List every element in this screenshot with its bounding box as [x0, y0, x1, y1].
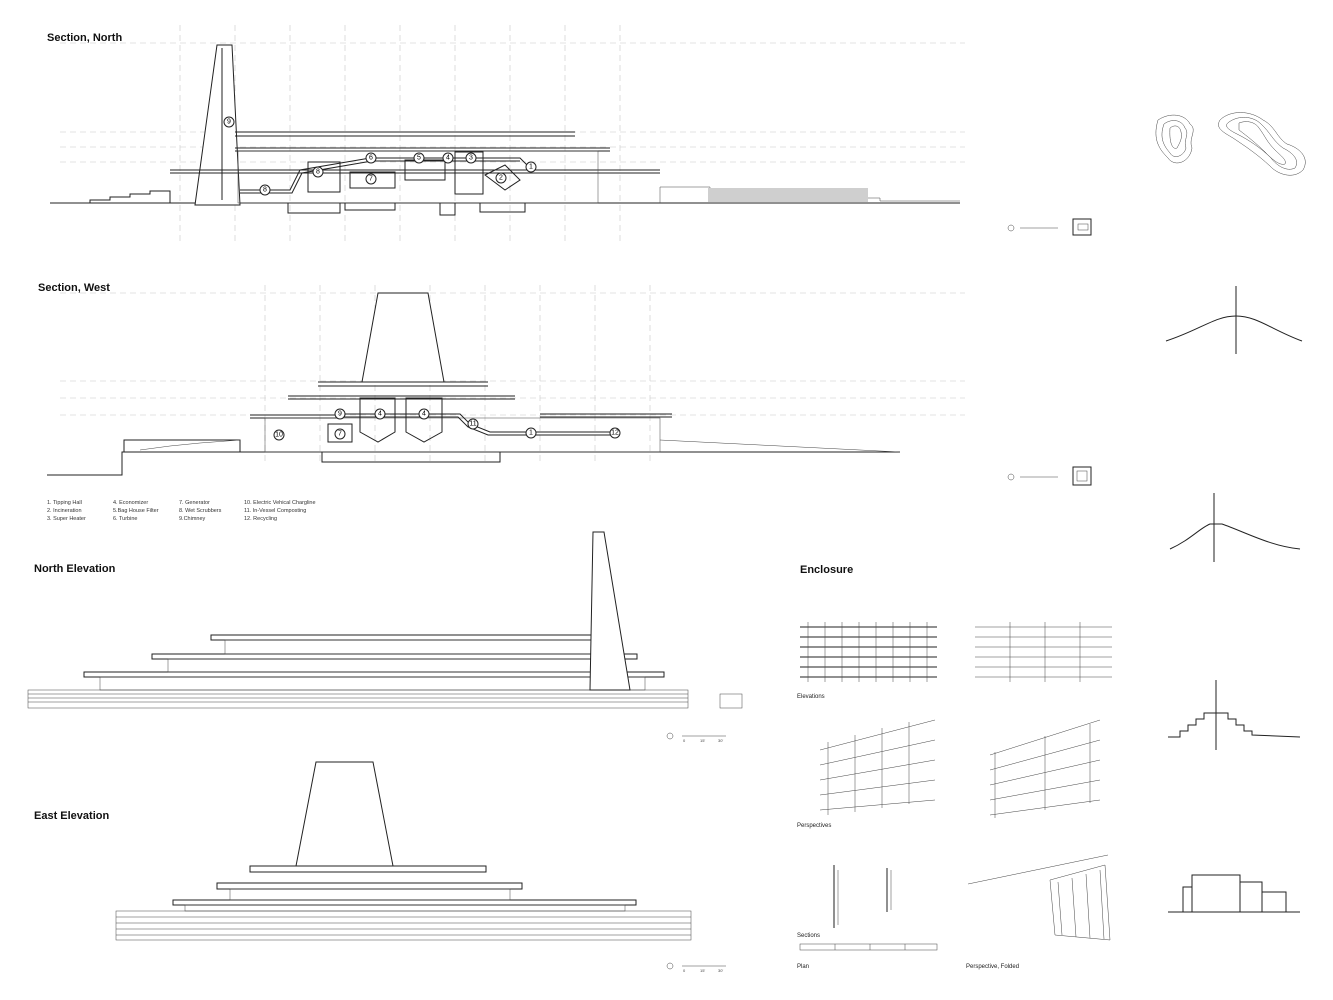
scale-tick-30: 30' — [718, 968, 723, 973]
profile-stepped — [1168, 680, 1301, 750]
title-north-elevation: North Elevation — [34, 563, 116, 575]
legend-item: 3. Super Heater — [47, 516, 86, 522]
callout-7: 7 — [369, 176, 373, 183]
legend-col-4: 10. Electric Vehical Chargline 11. In-Ve… — [244, 499, 316, 523]
enclosure-elevation-1 — [800, 622, 937, 682]
profile-plateau-curve — [1169, 493, 1301, 562]
callout-2: 2 — [499, 175, 503, 182]
contour-map-right — [1218, 112, 1306, 176]
callout-6: 6 — [369, 155, 373, 162]
callout-3: 3 — [469, 155, 473, 162]
profile-massing — [1168, 874, 1300, 913]
callout-4b: 4 — [422, 411, 426, 418]
scale-tick-15: 15' — [700, 968, 705, 973]
scale-tick-0: 0 — [683, 738, 686, 743]
section-north-labels: 9 8 8 6 7 5 4 3 2 1 — [223, 116, 537, 196]
label-plan: Plan — [797, 964, 810, 970]
callout-12: 12 — [611, 430, 619, 437]
legend-col-3: 7. Generator 8. Wet Scrubbers 9.Chimney — [179, 499, 221, 523]
section-west-scale — [1007, 466, 1092, 486]
enclosure-perspective-1 — [819, 719, 936, 815]
callout-5: 5 — [417, 155, 421, 162]
enclosure-perspective-folded — [967, 854, 1111, 941]
legend-item: 9.Chimney — [179, 516, 206, 522]
section-west-grid — [60, 285, 965, 462]
enclosure-perspective-2 — [989, 719, 1101, 818]
title-east-elevation: East Elevation — [34, 810, 110, 822]
callout-9: 9 — [338, 411, 342, 418]
label-sections: Sections — [797, 933, 821, 939]
title-section-west: Section, West — [38, 282, 110, 294]
profile-bell-curve — [1165, 286, 1303, 354]
callout-7: 7 — [338, 431, 342, 438]
callout-1: 1 — [529, 164, 533, 171]
legend-col-1: 1. Tipping Hall 2. Incineration 3. Super… — [47, 499, 86, 523]
scale-tick-0: 0 — [683, 968, 686, 973]
legend-item: 12. Recycling — [244, 516, 278, 522]
label-elevations: Elevations — [797, 694, 825, 700]
contour-map-left — [1155, 114, 1194, 164]
callout-4a: 4 — [378, 411, 382, 418]
callout-9: 9 — [227, 119, 231, 126]
legend-item: 11. In-Vessel Composting — [244, 508, 307, 514]
title-enclosure: Enclosure — [800, 564, 854, 576]
legend-item: 4. Economizer — [113, 500, 149, 506]
scale-tick-15: 15' — [700, 738, 705, 743]
east-elevation-scale: 0 15' 30' — [666, 962, 726, 973]
legend-item: 1. Tipping Hall — [47, 500, 82, 506]
section-north-scale — [1007, 218, 1092, 236]
title-section-north: Section, North — [47, 32, 123, 44]
callout-1: 1 — [529, 430, 533, 437]
callout-8b: 8 — [316, 169, 320, 176]
callout-11: 11 — [469, 421, 476, 428]
legend-item: 10. Electric Vehical Chargline — [244, 500, 316, 506]
callout-4: 4 — [446, 155, 450, 162]
legend-item: 7. Generator — [179, 500, 210, 506]
enclosure-sections — [833, 865, 892, 928]
legend-item: 6. Turbine — [113, 516, 138, 522]
enclosure-plan — [799, 943, 938, 951]
enclosure-elevation-2 — [975, 622, 1112, 682]
legend-item: 5.Bag House Filter — [113, 508, 159, 514]
callout-10: 10 — [275, 432, 283, 439]
label-perspectives: Perspectives — [797, 823, 832, 829]
legend-col-2: 4. Economizer 5.Bag House Filter 6. Turb… — [113, 499, 159, 523]
label-perspective-folded: Perspective, Folded — [966, 964, 1020, 970]
callout-8a: 8 — [263, 187, 267, 194]
scale-tick-30: 30' — [718, 738, 723, 743]
north-elevation-scale: 0 15' 30' — [666, 732, 726, 743]
section-west-labels: 10 7 9 4 4 11 1 12 — [273, 408, 621, 441]
legend-item: 8. Wet Scrubbers — [179, 508, 222, 514]
legend-item: 2. Incineration — [47, 508, 82, 514]
